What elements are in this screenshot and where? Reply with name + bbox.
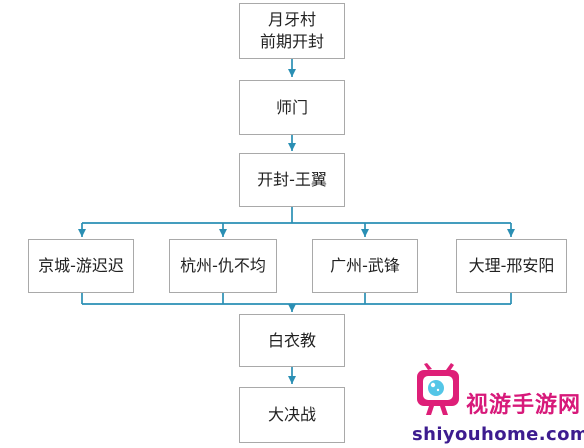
node-yueyacun-line2: 前期开封 bbox=[259, 32, 324, 51]
node-dajuezhan-label: 大决战 bbox=[267, 405, 316, 425]
connector-group bbox=[78, 58, 515, 384]
node-shimen: 师门 bbox=[239, 80, 345, 135]
node-yueyacun: 月牙村 前期开封 bbox=[239, 3, 345, 59]
node-dajuezhan: 大决战 bbox=[239, 387, 345, 443]
node-kaifeng: 开封-王翼 bbox=[239, 153, 345, 207]
node-shimen-label: 师门 bbox=[275, 97, 308, 117]
node-dali-label: 大理-邢安阳 bbox=[468, 256, 555, 276]
tv-mascot-icon bbox=[417, 363, 459, 415]
watermark-brand: 视游手游网 bbox=[466, 393, 582, 418]
node-yueyacun-line1: 月牙村 bbox=[267, 10, 316, 30]
node-hangzhou: 杭州-仇不均 bbox=[169, 239, 277, 293]
node-jingcheng: 京城-游迟迟 bbox=[28, 239, 134, 293]
node-kaifeng-label: 开封-王翼 bbox=[257, 170, 327, 190]
watermark: 视游手游网 shiyouhome.com bbox=[403, 360, 584, 448]
node-guangzhou: 广州-武锋 bbox=[312, 239, 418, 293]
node-jingcheng-label: 京城-游迟迟 bbox=[38, 256, 124, 276]
node-baiyijiao: 白衣教 bbox=[239, 314, 345, 367]
node-hangzhou-label: 杭州-仇不均 bbox=[180, 256, 266, 276]
watermark-domain: shiyouhome.com bbox=[412, 424, 584, 445]
node-dali: 大理-邢安阳 bbox=[456, 239, 567, 293]
node-guangzhou-label: 广州-武锋 bbox=[330, 256, 400, 276]
node-baiyijiao-label: 白衣教 bbox=[267, 330, 316, 350]
node-yueyacun-text: 月牙村 前期开封 bbox=[260, 9, 324, 52]
